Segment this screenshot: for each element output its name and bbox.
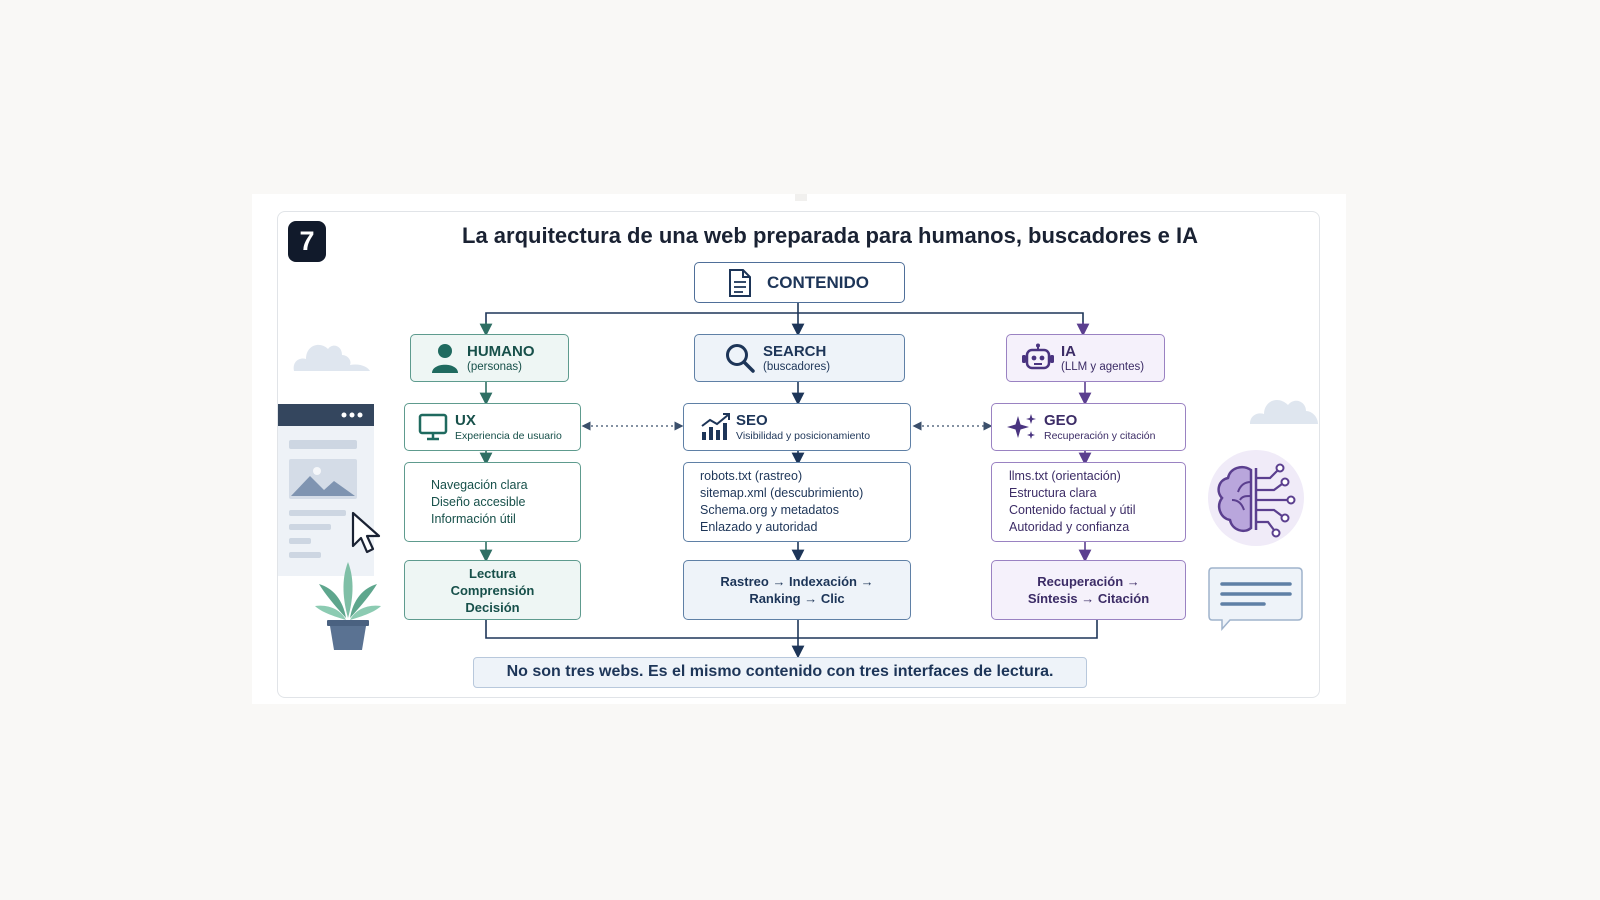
geo-subtitle: Recuperación y citación	[1044, 429, 1156, 442]
number-badge: 7	[288, 221, 326, 262]
humano-title: HUMANO	[467, 342, 535, 360]
ux-subtitle: Experiencia de usuario	[455, 429, 562, 442]
monitor-icon	[411, 413, 455, 441]
robot-icon	[1015, 343, 1061, 373]
humano-subtitle: (personas)	[467, 360, 522, 373]
browser-window-illustration	[278, 404, 374, 576]
list-item: Estructura clara	[1009, 486, 1097, 500]
list-item: sitemap.xml (descubrimiento)	[700, 486, 864, 500]
list-item: Autoridad y confianza	[1009, 520, 1130, 534]
person-icon	[423, 343, 467, 373]
humano-process-text: Lectura Comprensión Decisión	[405, 565, 580, 616]
contenido-label: CONTENIDO	[767, 273, 869, 292]
process-step: Lectura	[469, 565, 516, 581]
bar-chart-icon	[694, 412, 736, 442]
list-item: Enlazado y autoridad	[700, 520, 818, 534]
seo-box: SEO Visibilidad y posicionamiento	[683, 403, 911, 451]
seo-title: SEO	[736, 411, 768, 429]
cursor-icon	[351, 511, 381, 554]
plant-icon	[315, 562, 381, 650]
merge-lines	[485, 620, 1098, 659]
geo-box: GEO Recuperación y citación	[991, 403, 1186, 451]
chat-bubble-icon	[1208, 567, 1303, 631]
process-step: Decisión	[465, 599, 520, 615]
ai-brain-illustration	[1204, 448, 1308, 552]
process-step: Síntesis → Citación	[1027, 591, 1150, 606]
list-item: Información útil	[431, 511, 516, 526]
cloud-icon	[1250, 399, 1318, 424]
humano-items-list: Navegación clara Diseño accesible Inform…	[431, 477, 528, 528]
search-items-list: robots.txt (rastreo) sitemap.xml (descub…	[700, 468, 863, 536]
ia-items-list: llms.txt (orientación) Estructura clara …	[1009, 468, 1135, 536]
search-header-box: SEARCH (buscadores)	[694, 334, 905, 382]
humano-items-box: Navegación clara Diseño accesible Inform…	[404, 462, 581, 542]
ux-title: UX	[455, 411, 476, 429]
contenido-box: CONTENIDO	[694, 262, 905, 303]
ia-subtitle: (LLM y agentes)	[1061, 360, 1145, 373]
list-item: Schema.org y metadatos	[700, 503, 839, 517]
humano-process-box: Lectura Comprensión Decisión	[404, 560, 581, 620]
list-item: llms.txt (orientación)	[1009, 469, 1121, 483]
ux-box: UX Experiencia de usuario	[404, 403, 581, 451]
ia-header-box: IA (LLM y agentes)	[1006, 334, 1165, 382]
search-process-box: Rastreo → Indexación → Ranking → Clic	[683, 560, 911, 620]
process-step: Ranking → Clic	[749, 591, 845, 606]
search-icon	[717, 342, 763, 374]
list-item: Diseño accesible	[431, 494, 526, 509]
cloud-icon	[293, 344, 370, 371]
diagram-title: La arquitectura de una web preparada par…	[462, 223, 1198, 248]
search-items-box: robots.txt (rastreo) sitemap.xml (descub…	[683, 462, 911, 542]
list-item: Contenido factual y útil	[1009, 503, 1136, 517]
list-item: robots.txt (rastreo)	[700, 469, 803, 483]
ia-process-box: Recuperación → Síntesis → Citación	[991, 560, 1186, 620]
root-split-lines	[479, 303, 1090, 337]
ia-items-box: llms.txt (orientación) Estructura clara …	[991, 462, 1186, 542]
top-strip-gap	[795, 194, 807, 201]
geo-title: GEO	[1044, 411, 1078, 429]
search-process-text: Rastreo → Indexación → Ranking → Clic	[684, 573, 910, 607]
document-icon	[727, 268, 753, 298]
footer-note: No son tres webs. Es el mismo contenido …	[473, 657, 1087, 688]
process-step: Recuperación →	[1037, 574, 1140, 589]
sparkle-icon	[1000, 412, 1044, 442]
process-step: Rastreo → Indexación →	[720, 574, 874, 589]
search-title: SEARCH	[763, 342, 827, 360]
seo-subtitle: Visibilidad y posicionamiento	[736, 429, 871, 442]
search-subtitle: (buscadores)	[763, 360, 831, 373]
ia-process-text: Recuperación → Síntesis → Citación	[992, 573, 1185, 607]
humano-header-box: HUMANO (personas)	[410, 334, 569, 382]
process-step: Comprensión	[450, 582, 535, 598]
ia-title: IA	[1061, 342, 1076, 360]
list-item: Navegación clara	[431, 477, 528, 492]
